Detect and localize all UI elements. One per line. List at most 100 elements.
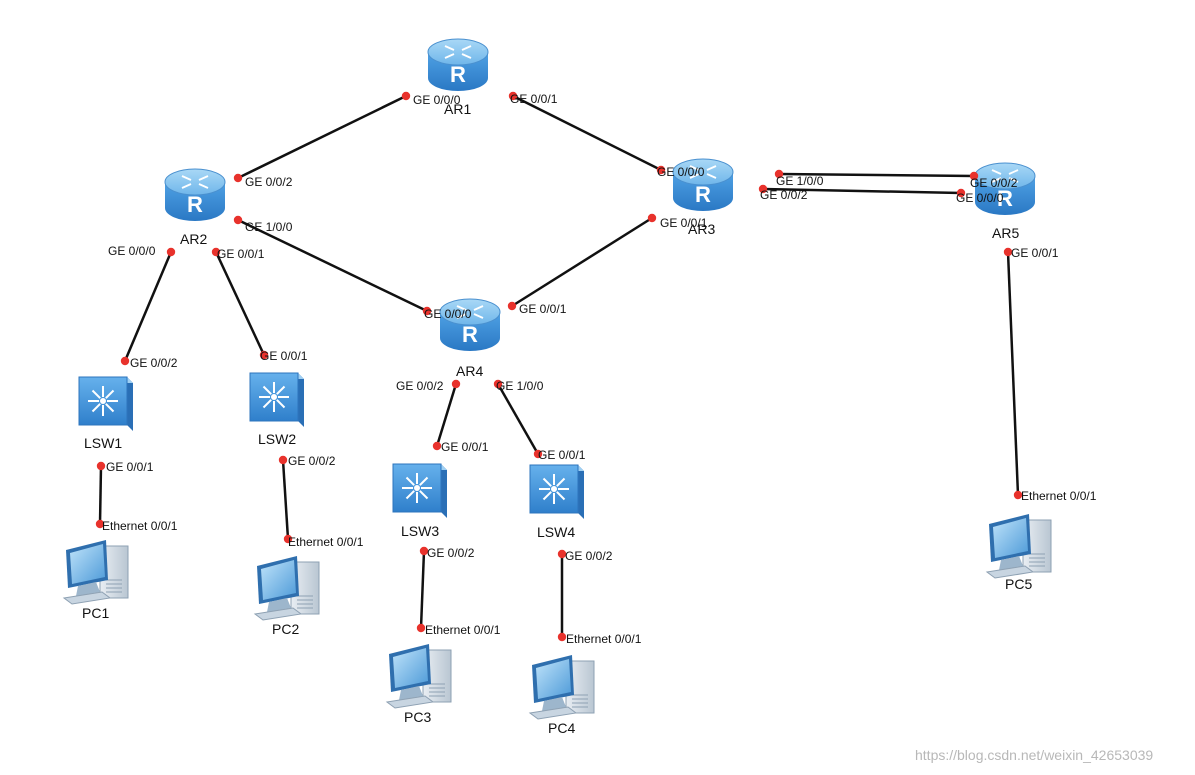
port-dot — [969, 171, 979, 181]
node-label: AR1 — [444, 101, 471, 117]
node-ar1[interactable]: R AR1 — [427, 38, 489, 117]
node-pc2[interactable]: PC2 — [253, 556, 320, 637]
port-label: GE 0/0/0 — [108, 244, 156, 258]
port-label: GE 0/0/1 — [260, 349, 308, 363]
node-lsw3[interactable]: LSW3 — [392, 463, 447, 539]
port-label: Ethernet 0/0/1 — [566, 632, 642, 646]
port-label: GE 0/0/0 — [657, 165, 705, 179]
port-label: Ethernet 0/0/1 — [102, 519, 178, 533]
port-dot — [557, 549, 567, 559]
port-label: GE 0/0/1 — [441, 440, 489, 454]
port-dot — [493, 379, 503, 389]
router-icon: R — [427, 38, 489, 91]
port-label: GE 0/0/0 — [424, 307, 472, 321]
node-lsw4[interactable]: LSW4 — [529, 464, 584, 540]
link-ar2-lsw1[interactable] — [123, 251, 173, 362]
port-dot — [533, 449, 543, 459]
port-dot — [774, 169, 784, 179]
port-label: GE 0/0/1 — [217, 247, 265, 261]
link-ar4-lsw4[interactable] — [496, 383, 540, 455]
port-label: GE 0/0/1 — [538, 448, 586, 462]
port-label: GE 0/0/1 — [1011, 246, 1059, 260]
link-ar3-ar4[interactable] — [511, 216, 653, 308]
node-label: AR5 — [992, 225, 1019, 241]
link-ar1-ar2[interactable] — [237, 94, 407, 180]
link-lsw3-pc3[interactable] — [419, 550, 426, 629]
node-label: AR3 — [688, 221, 715, 237]
pc-icon — [62, 540, 129, 605]
node-ar5[interactable]: R AR5 — [974, 162, 1036, 241]
link-lsw2-pc2[interactable] — [281, 459, 290, 540]
router-icon: R — [974, 162, 1036, 215]
port-dot — [508, 91, 518, 101]
switch-icon — [529, 464, 584, 519]
link-ar1-ar3[interactable] — [512, 94, 662, 172]
link-lsw1-pc1[interactable] — [98, 465, 103, 525]
port-dot — [419, 546, 429, 556]
link-ar3-ar5-a[interactable] — [778, 172, 975, 178]
port-dot — [758, 184, 768, 194]
node-label: LSW4 — [537, 524, 575, 540]
port-label: GE 0/0/2 — [288, 454, 336, 468]
switch-icon — [249, 372, 304, 427]
port-label: GE 0/0/0 — [956, 191, 1004, 205]
node-label: PC4 — [548, 720, 575, 736]
port-label: GE 0/0/2 — [130, 356, 178, 370]
port-dot — [647, 213, 657, 223]
node-lsw1[interactable]: LSW1 — [78, 376, 133, 451]
node-label: PC5 — [1005, 576, 1032, 592]
link-ar2-ar4[interactable] — [237, 218, 428, 313]
watermark: https://blog.csdn.net/weixin_42653039 — [915, 747, 1153, 763]
port-label: GE 1/0/0 — [245, 220, 293, 234]
svg-text:R: R — [462, 322, 478, 347]
link-ar4-lsw3[interactable] — [435, 383, 458, 447]
port-label: GE 1/0/0 — [776, 174, 824, 188]
port-dot — [451, 379, 461, 389]
node-pc3[interactable]: PC3 — [385, 644, 452, 725]
node-label: PC1 — [82, 605, 109, 621]
node-pc4[interactable]: PC4 — [528, 655, 595, 736]
node-pc1[interactable]: PC1 — [62, 540, 129, 621]
router-icon: R — [672, 158, 734, 211]
node-label: PC2 — [272, 621, 299, 637]
port-dot — [416, 623, 426, 633]
port-label: GE 0/0/1 — [519, 302, 567, 316]
pc-icon — [528, 655, 595, 720]
port-dot — [422, 306, 432, 316]
port-dot — [956, 188, 966, 198]
link-ar3-ar5-b[interactable] — [762, 187, 962, 195]
port-dot — [233, 173, 243, 183]
port-dot — [96, 461, 106, 471]
port-dot — [259, 350, 269, 360]
node-lsw2[interactable]: LSW2 — [249, 372, 304, 447]
port-label: GE 0/0/2 — [396, 379, 444, 393]
port-dot — [211, 247, 221, 257]
link-ar2-lsw2[interactable] — [214, 251, 266, 356]
pc-icon — [385, 644, 452, 709]
links-layer — [98, 94, 1020, 637]
node-ar3[interactable]: R AR3 — [672, 158, 734, 237]
port-dot — [233, 215, 243, 225]
node-label: AR2 — [180, 231, 207, 247]
router-icon: R — [439, 298, 501, 351]
port-dot — [283, 534, 293, 544]
port-dot — [95, 519, 105, 529]
switch-icon — [78, 376, 133, 431]
port-dot — [507, 301, 517, 311]
node-label: LSW2 — [258, 431, 296, 447]
node-label: LSW1 — [84, 435, 122, 451]
pc-icon — [985, 514, 1052, 579]
port-label: Ethernet 0/0/1 — [288, 535, 364, 549]
port-dot — [557, 632, 567, 642]
node-label: PC3 — [404, 709, 431, 725]
svg-text:R: R — [695, 182, 711, 207]
node-pc5[interactable]: PC5 — [985, 514, 1052, 592]
link-ar5-pc5[interactable] — [1006, 251, 1020, 496]
port-label: Ethernet 0/0/1 — [425, 623, 501, 637]
port-label: GE 0/0/2 — [427, 546, 475, 560]
port-label: GE 0/0/2 — [760, 188, 808, 202]
port-dot — [120, 356, 130, 366]
